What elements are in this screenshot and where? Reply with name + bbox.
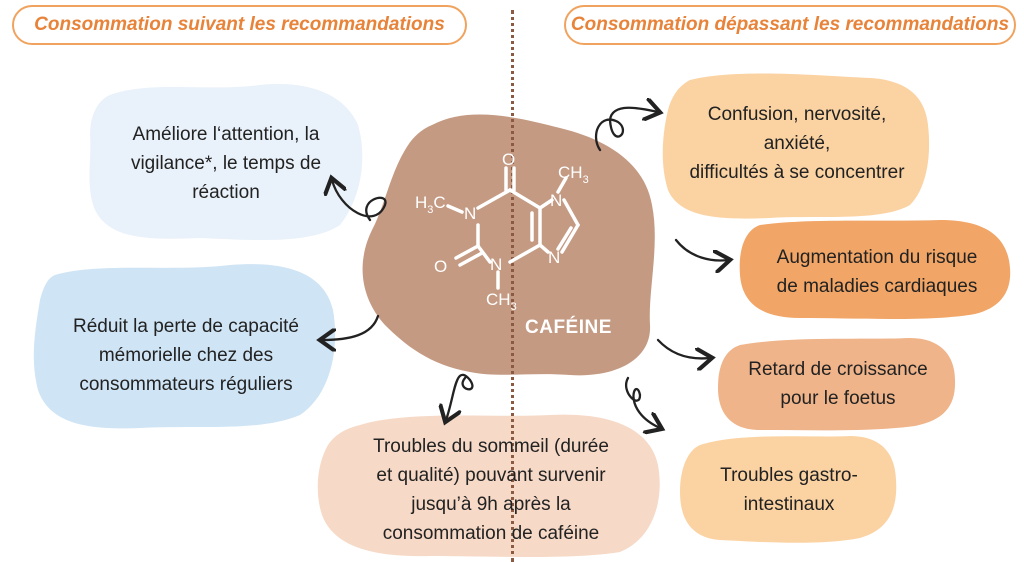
blob-growth <box>718 338 956 431</box>
effect-growth-text: Retard de croissance pour le foetus <box>718 344 958 424</box>
effect-cardiac-text: Augmentation du risque de maladies cardia… <box>742 232 1012 312</box>
text-lines: Troubles gastro-intestinaux <box>720 461 858 519</box>
arrow-to-gastro <box>625 376 660 428</box>
text-line: intestinaux <box>743 494 835 515</box>
text-lines: Confusion, nervosité, anxiété, difficultés… <box>689 100 904 187</box>
arrow-to-growth <box>656 338 710 358</box>
header-left-text: Consommation suivant les recommandations <box>34 14 445 35</box>
atom-h3c: H3C <box>415 193 446 216</box>
effect-confusion-text: Confusion, nervosité, anxiété, difficultés… <box>662 88 932 198</box>
text-line: Retard de croissance <box>748 359 928 380</box>
blob-cardiac <box>739 220 1011 319</box>
text-lines: Augmentation du risque de maladies cardia… <box>777 243 978 301</box>
blob-attention <box>89 84 363 241</box>
text-lines: Troubles du sommeil (durée et qualité) po… <box>373 432 609 548</box>
header-within-recommendations: Consommation suivant les recommandations <box>12 5 467 45</box>
arrow-to-cardiac <box>674 238 728 260</box>
text-line: Troubles gastro- <box>720 465 858 486</box>
header-right-text: Consommation dépassant les recommandatio… <box>570 14 1010 35</box>
effect-memory-text: Réduit la perte de capacité mémorielle ch… <box>36 300 336 410</box>
text-line: réaction <box>192 181 260 203</box>
blob-gastro <box>680 436 897 543</box>
atom-o-left: O <box>434 257 447 276</box>
effect-gastro-text: Troubles gastro-intestinaux <box>680 450 898 530</box>
text-line: Confusion, nervosité, <box>707 103 887 125</box>
effect-sleep-text: Troubles du sommeil (durée et qualité) po… <box>322 428 660 552</box>
text-lines: Améliore l‘attention, la vigilance*, le t… <box>131 120 321 207</box>
text-line: vigilance*, le temps de <box>130 152 322 174</box>
text-line: de maladies cardiaques <box>776 276 978 297</box>
text-line: Réduit la perte de capacité <box>72 315 300 337</box>
blob-confusion <box>662 73 930 219</box>
text-line: Améliore l‘attention, la <box>132 123 320 145</box>
text-lines: Retard de croissance pour le foetus <box>748 355 928 413</box>
caffeine-label: CAFÉINE <box>525 317 612 338</box>
atom-n3: N <box>490 255 502 274</box>
text-line: mémorielle chez des <box>98 344 274 366</box>
text-line: difficultés à se concentrer <box>689 161 905 183</box>
text-lines: Réduit la perte de capacité mémorielle ch… <box>73 312 299 399</box>
atom-ch3-bottom: CH3 <box>486 290 517 313</box>
atom-n9: N <box>548 248 560 267</box>
arrow-to-attention <box>332 180 387 222</box>
text-line: anxiété, <box>763 132 831 154</box>
text-line: consommateurs réguliers <box>79 373 293 395</box>
atom-n7: N <box>550 191 562 210</box>
effect-attention-text: Améliore l‘attention, la vigilance*, le t… <box>92 108 360 218</box>
text-line: jusqu’à 9h après la <box>411 494 571 515</box>
section-divider <box>511 10 514 562</box>
atom-n1: N <box>464 204 476 223</box>
atom-ch3-top: CH3 <box>558 163 589 186</box>
text-line: consommation de caféine <box>382 523 600 544</box>
text-line: pour le foetus <box>780 388 896 409</box>
text-line: et qualité) pouvant survenir <box>376 465 606 486</box>
atom-o-top: O <box>502 150 515 169</box>
blob-caffeine <box>362 114 655 376</box>
blob-sleep <box>317 414 660 557</box>
arrow-to-confusion <box>594 108 658 152</box>
text-line: Troubles du sommeil (durée <box>373 436 609 457</box>
arrow-to-memory <box>322 314 380 340</box>
blob-memory <box>33 264 336 429</box>
header-beyond-recommendations: Consommation dépassant les recommandatio… <box>564 5 1016 45</box>
text-line: Augmentation du risque <box>776 247 978 268</box>
arrow-to-sleep <box>446 373 474 420</box>
caffeine-molecule <box>446 166 580 290</box>
